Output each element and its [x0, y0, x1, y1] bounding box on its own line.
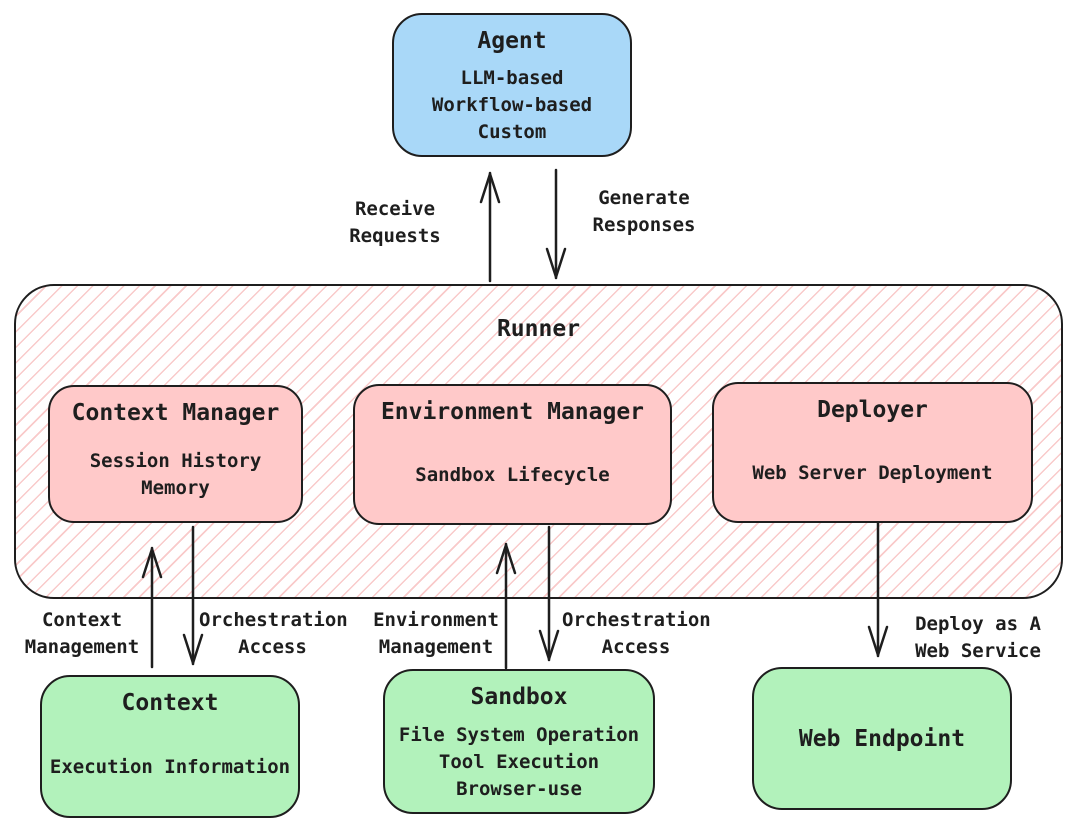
agent-line-llm-based: LLM-based	[460, 67, 564, 89]
label-receive-requests-line2: Requests	[349, 225, 441, 247]
context-manager-line-session-history: Session History	[89, 449, 262, 472]
label-environment-management-line1: Environment	[373, 609, 499, 631]
label-context-management-line2: Management	[24, 636, 140, 658]
context-body: Execution Information	[50, 754, 290, 781]
context-manager-line-memory: Memory	[141, 476, 210, 499]
sandbox-node: Sandbox File System Operation Tool Execu…	[383, 669, 655, 814]
label-deploy-as-a-web-service-line2: Web Service	[915, 640, 1041, 662]
agent-line-custom: Custom	[477, 121, 547, 143]
context-manager-title: Context Manager	[71, 400, 280, 426]
label-generate-responses-line2: Responses	[592, 214, 696, 236]
label-context-management: Context Management	[18, 607, 146, 661]
environment-manager-body: Sandbox Lifecycle	[415, 462, 609, 489]
label-generate-responses-line1: Generate	[598, 187, 690, 209]
arrow-generate-responses-down	[545, 168, 567, 280]
context-manager-node: Context Manager Session History Memory	[48, 385, 303, 523]
label-generate-responses: Generate Responses	[578, 185, 710, 239]
label-environment-management-line2: Management	[378, 636, 494, 658]
label-orchestration-access-middle: Orchestration Access	[562, 607, 711, 661]
label-orchestration-access-left-line2: Access	[238, 636, 307, 658]
label-environment-management: Environment Management	[370, 607, 502, 661]
sandbox-title: Sandbox	[470, 684, 568, 710]
label-orchestration-access-middle-line1: Orchestration	[562, 609, 711, 631]
web-endpoint-title: Web Endpoint	[798, 725, 966, 752]
environment-manager-title: Environment Manager	[380, 399, 645, 425]
context-node: Context Execution Information	[40, 675, 300, 818]
sandbox-line-tool-execution: Tool Execution	[438, 750, 600, 773]
sandbox-body: File System Operation Tool Execution Bro…	[399, 722, 639, 803]
label-deploy-as-a-web-service-line1: Deploy as A	[915, 613, 1041, 635]
environment-manager-line-sandbox-lifecycle: Sandbox Lifecycle	[415, 463, 610, 486]
deployer-body: Web Server Deployment	[752, 460, 992, 487]
context-line-execution-information: Execution Information	[49, 755, 291, 778]
label-orchestration-access-left-line1: Orchestration	[199, 609, 348, 631]
sandbox-line-browser-use: Browser-use	[456, 777, 582, 800]
arrow-receive-requests-up	[479, 171, 501, 283]
deployer-title: Deployer	[817, 397, 928, 423]
context-title: Context	[121, 690, 219, 716]
deployer-line-web-server-deployment: Web Server Deployment	[752, 461, 993, 484]
sandbox-line-file-system-operation: File System Operation	[398, 723, 640, 746]
label-deploy-as-a-web-service: Deploy as A Web Service	[910, 611, 1046, 665]
environment-manager-node: Environment Manager Sandbox Lifecycle	[353, 384, 672, 525]
agent-title: Agent	[477, 28, 547, 54]
agent-body: LLM-based Workflow-based Custom	[432, 65, 592, 146]
label-orchestration-access-middle-line2: Access	[601, 636, 671, 658]
agent-node: Agent LLM-based Workflow-based Custom	[392, 13, 632, 157]
deployer-node: Deployer Web Server Deployment	[712, 382, 1033, 523]
label-receive-requests-line1: Receive	[354, 198, 436, 220]
web-endpoint-node: Web Endpoint	[752, 667, 1012, 810]
label-context-management-line1: Context	[41, 609, 123, 631]
label-orchestration-access-left: Orchestration Access	[199, 607, 348, 661]
label-receive-requests: Receive Requests	[330, 196, 460, 250]
context-manager-body: Session History Memory	[90, 448, 262, 502]
agent-line-workflow-based: Workflow-based	[431, 94, 593, 116]
runner-title: Runner	[496, 316, 581, 342]
